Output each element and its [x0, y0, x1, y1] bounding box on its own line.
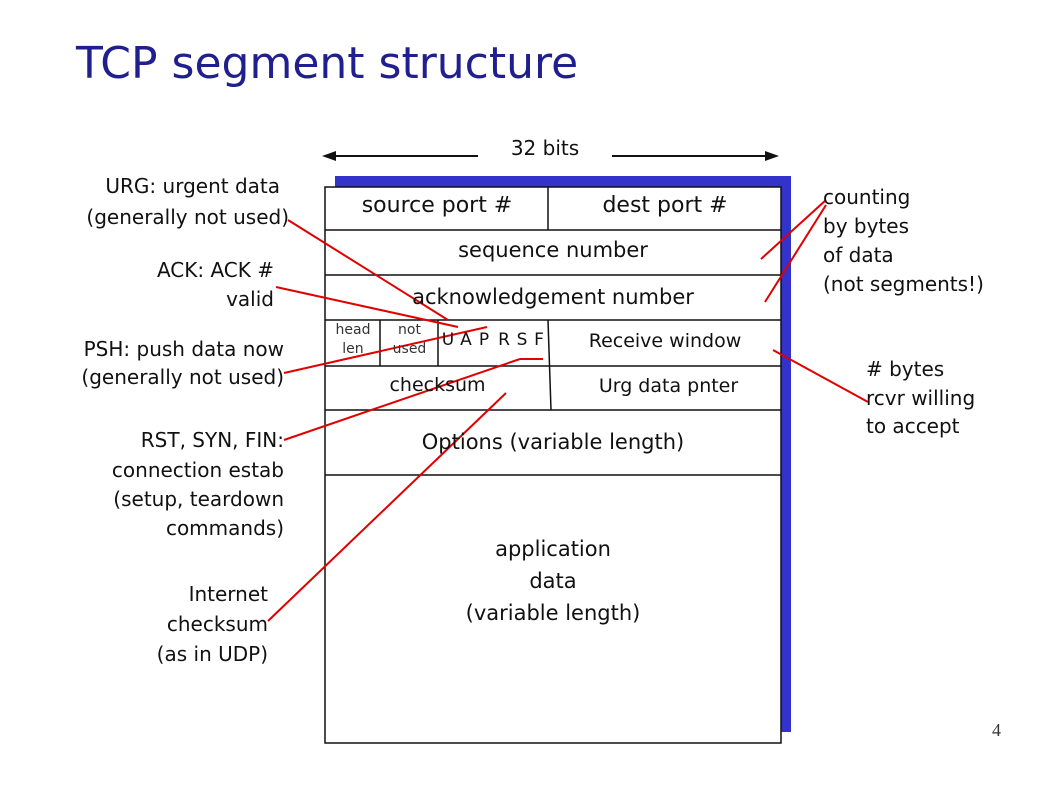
bits-arrowhead-right [765, 151, 779, 161]
flag-u: U [441, 330, 455, 350]
field-options: Options (variable length) [421, 430, 685, 454]
field-receive-window: Receive window [588, 330, 742, 352]
bits-arrowhead-left [322, 151, 336, 161]
bits-label: 32 bits [510, 136, 580, 160]
pointer-checksum [267, 392, 507, 622]
note-counting-1: counting [823, 185, 911, 209]
field-urg-pointer: Urg data pnter [598, 375, 739, 397]
note-counting-3: of data [823, 243, 894, 267]
flag-s: S [516, 330, 528, 350]
note-counting-2: by bytes [823, 214, 909, 238]
note-psh-1: PSH: push data now [83, 337, 284, 361]
note-urg-2: (generally not used) [86, 205, 289, 229]
segment-box [324, 186, 782, 744]
field-head-len-1: head [335, 322, 371, 338]
note-ack-1: ACK: ACK # [156, 258, 274, 282]
note-checksum-1: Internet [188, 582, 268, 606]
flag-a: A [460, 330, 472, 350]
field-app-data-2: data [529, 569, 577, 593]
pointer-counting-ack [764, 204, 827, 303]
note-rst-2: connection estab [111, 458, 284, 482]
note-bytes-1: # bytes [866, 357, 945, 381]
field-head-len-2: len [342, 341, 364, 357]
note-ack-2: valid [226, 287, 274, 311]
pointer-window [772, 349, 869, 403]
pointer-urg [287, 219, 449, 321]
note-rst-1: RST, SYN, FIN: [140, 428, 284, 452]
field-app-data-1: application [495, 537, 611, 561]
field-sequence-number: sequence number [458, 238, 648, 262]
col-divider [547, 319, 552, 411]
pointer-counting-seq [760, 199, 827, 260]
note-checksum-3: (as in UDP) [156, 642, 268, 666]
note-checksum-2: checksum [166, 612, 268, 636]
note-rst-4: commands) [165, 516, 284, 540]
note-rst-3: (setup, teardown [113, 487, 284, 511]
field-ack-number: acknowledgement number [412, 285, 694, 309]
field-app-data-3: (variable length) [465, 601, 641, 625]
pointer-ack [275, 286, 459, 328]
pointer-psh [283, 326, 488, 374]
field-source-port: source port # [361, 193, 513, 218]
slide-title: TCP segment structure [76, 38, 579, 89]
note-bytes-3: to accept [866, 414, 960, 438]
pointer-rst [283, 358, 521, 441]
flag-r: R [498, 330, 510, 350]
flag-p: P [478, 330, 490, 350]
note-psh-2: (generally not used) [81, 365, 284, 389]
field-dest-port: dest port # [602, 193, 728, 218]
note-urg-1: URG: urgent data [105, 174, 280, 198]
note-counting-4: (not segments!) [823, 272, 984, 296]
field-not-used-1: not [398, 322, 421, 338]
note-bytes-2: rcvr willing [866, 386, 976, 410]
flag-f: F [534, 330, 544, 350]
page-number: 4 [992, 720, 1001, 740]
field-not-used-2: used [392, 341, 427, 357]
field-checksum: checksum [389, 374, 486, 396]
